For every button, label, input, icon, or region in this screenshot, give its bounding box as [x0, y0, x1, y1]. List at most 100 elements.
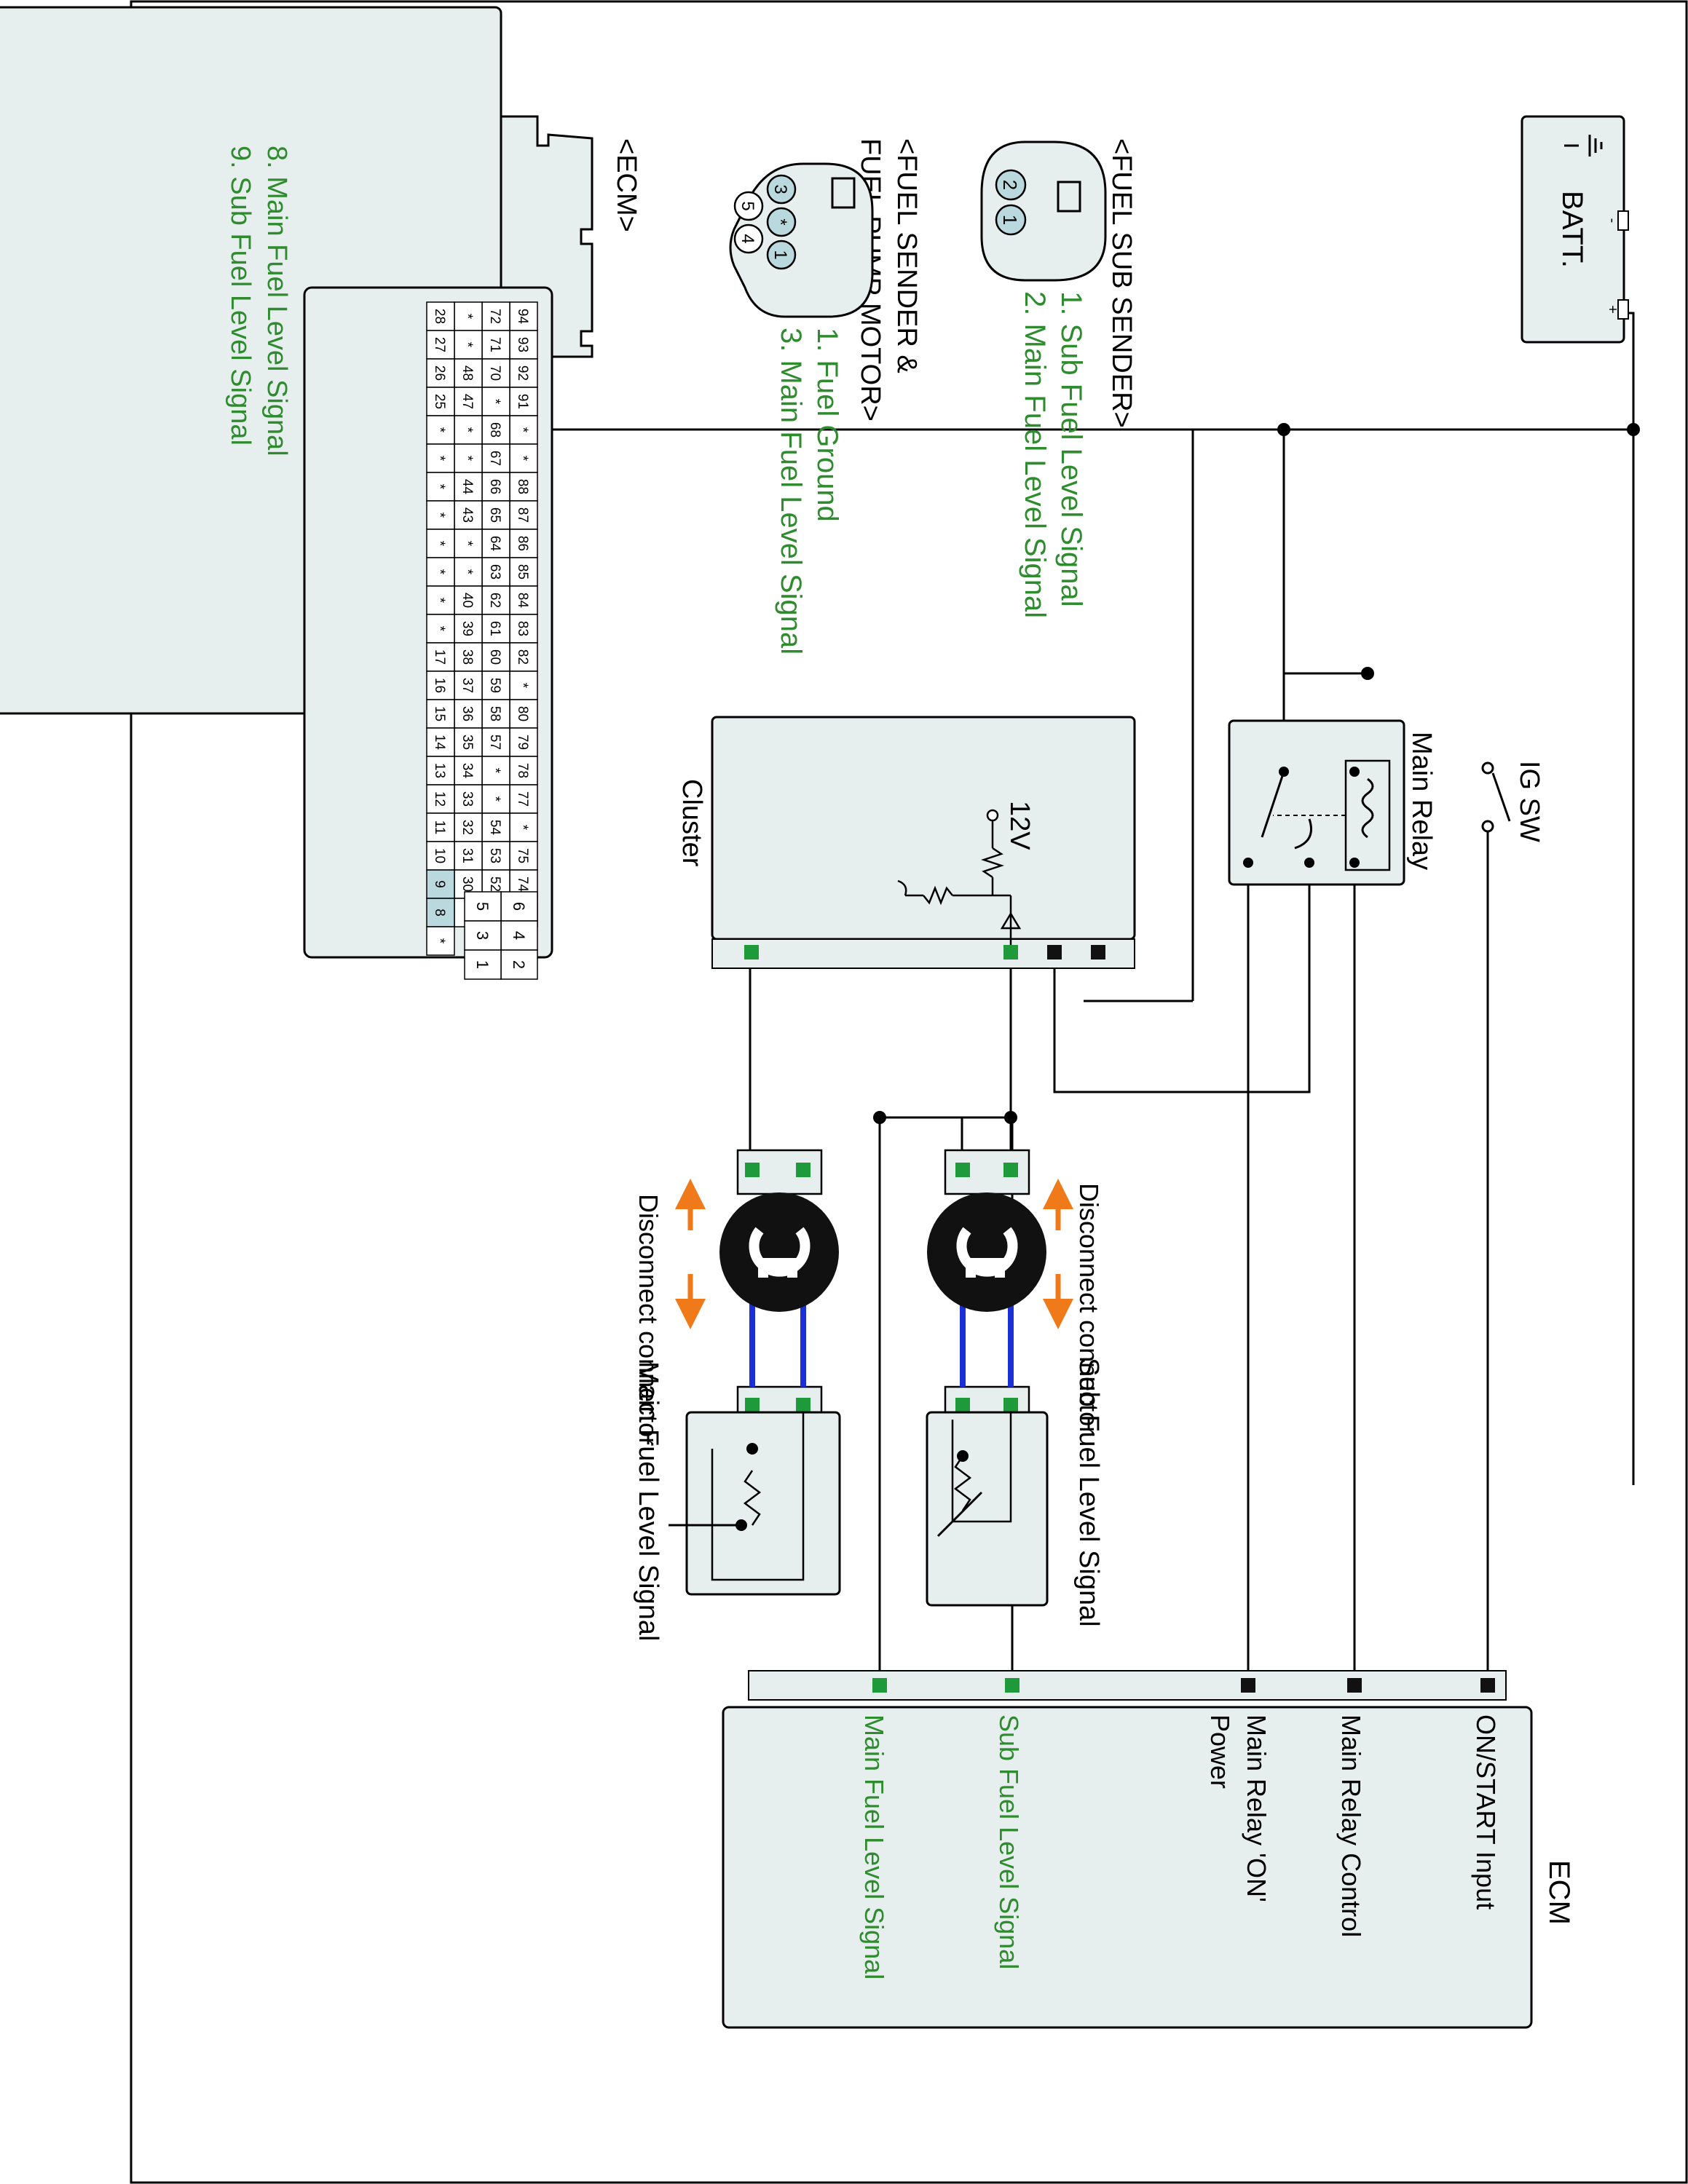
- ecm-pin-cell: [426, 926, 455, 956]
- fuel-sender-cavity-star: *: [770, 218, 790, 225]
- ecm-terminal-relay-control: Main Relay Control: [1336, 1714, 1366, 1937]
- ecm-pin-number: 61: [487, 621, 502, 636]
- ecm-pin-number: 52: [487, 877, 502, 892]
- ecm-title: ECM: [1543, 1860, 1575, 1925]
- ecm-pin-number: 32: [460, 820, 475, 835]
- ecm-pin-number: 10: [432, 848, 447, 863]
- main-disconnect-label: Disconnect connector: [634, 1194, 663, 1446]
- battery-plus: +: [1604, 305, 1620, 314]
- fuel-sender-pin-desc-1: 1. Fuel Ground: [811, 328, 843, 522]
- ecm-pin-number: 70: [487, 365, 502, 381]
- ecm-pin-number: 14: [432, 735, 447, 751]
- ecm-pin-number: 8: [432, 909, 447, 917]
- ecm-pin-desc-8: 8. Main Fuel Level Signal: [261, 146, 292, 456]
- cluster-label: Cluster: [677, 779, 707, 867]
- ecm-pin-number: 12: [432, 791, 447, 807]
- ecm-pin-number: 36: [460, 706, 475, 721]
- ecm-pin-number: 25: [432, 394, 447, 409]
- ecm-pin-number: 37: [460, 678, 475, 693]
- wires: [206, 144, 1635, 1688]
- ecm-pin-number: *: [432, 513, 447, 518]
- ecm-pin-number: 30: [460, 877, 475, 892]
- fuel-sender-pin-desc-3: 3. Main Fuel Level Signal: [775, 328, 807, 654]
- ecm-small-pin-number: 4: [510, 931, 528, 940]
- ecm-pin-number: 91: [515, 394, 530, 409]
- ecm-pin-number: 88: [515, 479, 530, 494]
- ecm-pin-number: 26: [432, 365, 447, 381]
- ecm-pin-number: 33: [460, 791, 475, 807]
- ecm-pin-number: *: [460, 569, 475, 575]
- ecm-pin-number: 92: [515, 365, 530, 381]
- ecm-pin-number: 82: [515, 649, 530, 665]
- ecm-pin-number: 60: [487, 649, 502, 665]
- ecm-pin-number: 28: [432, 309, 447, 324]
- ecm-pin-number: 57: [487, 735, 502, 750]
- sub-sender-pin-2: 2: [999, 180, 1021, 190]
- cluster-terminal-ign: [1047, 945, 1062, 960]
- ecm-pin-number: *: [432, 626, 447, 632]
- ecm-pin-number: 80: [515, 706, 530, 721]
- disconnect-icon: [719, 1192, 1046, 1312]
- battery: BATT. - +: [1521, 115, 1629, 344]
- fuel-sender-title-1: <FUEL SENDER &: [891, 138, 922, 373]
- ground-icon: [1564, 135, 1603, 157]
- ecm-pin-number: *: [487, 796, 502, 802]
- page-frame: [130, 0, 1688, 2184]
- fuel-sender-cavity-5: 5: [738, 201, 757, 210]
- ecm-terminal-sub-signal: Sub Fuel Level Signal: [994, 1714, 1024, 1969]
- ecm-pin-number: 34: [460, 763, 475, 779]
- ecm-small-pin-number: 1: [473, 960, 492, 969]
- ecm-pin-number: 35: [460, 735, 475, 750]
- ecm-small-pin-number: 5: [473, 902, 492, 911]
- ecm-terminal-relay-power-2: Power: [1205, 1714, 1235, 1789]
- ecm-small-pin-number: 3: [473, 931, 492, 940]
- fuel-sender-cavity-1: 1: [770, 250, 790, 259]
- cluster-terminal-main: [744, 945, 759, 960]
- ecm-pin-number: *: [432, 456, 447, 462]
- fuel-sender-cavity-4: 4: [738, 234, 757, 243]
- ecm-pin-number: *: [515, 683, 530, 689]
- ecm-pin-number: 87: [515, 507, 530, 523]
- ecm-pin-number: 58: [487, 706, 502, 721]
- ecm-pin-number: 63: [487, 564, 502, 579]
- ecm-pin-number: *: [515, 456, 530, 462]
- ecm-pin-number: 59: [487, 678, 502, 693]
- main-sensor-label: Main Fuel Level Signal: [633, 1361, 663, 1641]
- cluster-voltage: 12V: [1004, 801, 1035, 850]
- ecm-pin-number: 13: [432, 763, 447, 778]
- ecm-pin-number: 67: [487, 451, 502, 466]
- ecm-pin-number: 77: [515, 791, 530, 807]
- ecm-pin-number: *: [432, 541, 447, 547]
- ecm-pin-number: 68: [487, 422, 502, 438]
- ecm-pin-number: *: [460, 342, 475, 348]
- ecm-pin-number: *: [432, 484, 447, 490]
- ecm-pin-number: 75: [515, 848, 530, 863]
- ecm-pin-desc-9: 9. Sub Fuel Level Signal: [225, 146, 256, 446]
- ecm-pin-number: 78: [515, 763, 530, 778]
- battery-label: BATT.: [1556, 191, 1588, 268]
- ecm-pin-number: 53: [487, 848, 502, 863]
- ecm-pin-number: *: [515, 427, 530, 433]
- fuel-sender-pump-connector: <FUEL SENDER & FUEL PUMP MOTOR> 3 * 1 5 …: [729, 138, 922, 654]
- ecm-pin-number: 9: [432, 880, 447, 888]
- ecm-pin-number: 43: [460, 507, 475, 523]
- ecm-terminal-relay-power-1: Main Relay 'ON': [1242, 1714, 1271, 1902]
- ecm-pin-number: 66: [487, 479, 502, 494]
- ecm-pin-number: *: [460, 427, 475, 433]
- disconnect-arrows: [675, 1179, 1073, 1329]
- ecm-connector: <ECM> 94939291**88878685848382*80797877*…: [0, 6, 642, 980]
- ecm-pin-number: 86: [515, 536, 530, 551]
- ecm-pin-number: *: [487, 399, 502, 405]
- ecm-pin-number: *: [460, 314, 475, 320]
- ecm-small-pin-number: 2: [510, 960, 528, 969]
- ecm-pin-number: 47: [460, 394, 475, 409]
- ecm-pin-number: *: [432, 598, 447, 604]
- ecm-pin-number: *: [460, 456, 475, 462]
- sub-sender-pin-1: 1: [999, 215, 1021, 225]
- ig-switch-label: IG SW: [1514, 761, 1545, 842]
- main-relay: Main Relay: [1228, 719, 1437, 886]
- ecm-pin-number: 83: [515, 621, 530, 636]
- ecm-pin-number: 39: [460, 621, 475, 636]
